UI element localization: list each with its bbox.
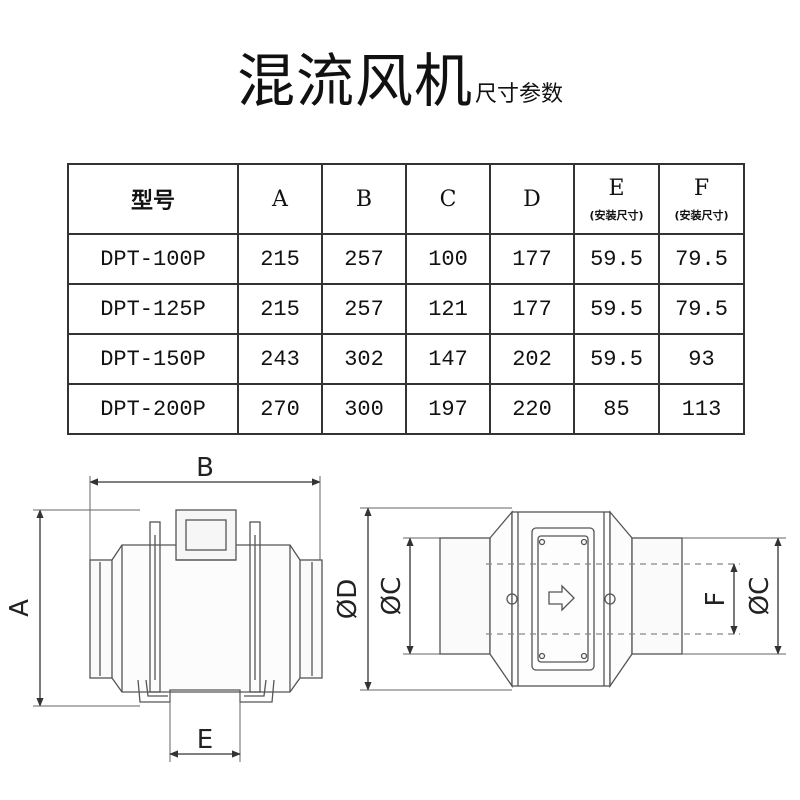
cell-c: 147	[405, 333, 491, 385]
table-row: DPT-100P 215 257 100 177 59.5 79.5	[67, 233, 745, 285]
dimension-label-c-left: ØC	[377, 577, 407, 616]
title-main: 混流风机	[236, 47, 473, 115]
cell-e: 59.5	[573, 233, 660, 285]
cell-d: 177	[489, 233, 575, 285]
dimension-label-c-right: ØC	[745, 577, 775, 616]
dimension-label-b: B	[196, 453, 214, 483]
header-d: D	[489, 163, 575, 235]
cell-c: 197	[405, 383, 491, 435]
header-c: C	[405, 163, 491, 235]
cell-c: 100	[405, 233, 491, 285]
table-header-row: 型号 A B C D E(安装尺寸) F(安装尺寸)	[67, 163, 745, 235]
cell-c: 121	[405, 283, 491, 335]
table-row: DPT-200P 270 300 197 220 85 113	[67, 383, 745, 435]
header-b: B	[321, 163, 407, 235]
cell-f: 79.5	[658, 283, 745, 335]
dimension-label-f: F	[701, 592, 731, 607]
cell-b: 257	[321, 233, 407, 285]
cell-b: 302	[321, 333, 407, 385]
cell-b: 257	[321, 283, 407, 335]
technical-drawings: B A E	[5, 453, 786, 762]
cell-b: 300	[321, 383, 407, 435]
cell-d: 202	[489, 333, 575, 385]
cell-model: DPT-100P	[67, 233, 239, 285]
dimension-label-d: ØD	[333, 579, 363, 620]
cell-model: DPT-150P	[67, 333, 239, 385]
dimension-label-e: E	[197, 725, 213, 755]
cell-a: 215	[237, 283, 323, 335]
table-row: DPT-150P 243 302 147 202 59.5 93	[67, 333, 745, 385]
cell-d: 177	[489, 283, 575, 335]
title-subtitle: 尺寸参数	[475, 82, 564, 107]
cell-e: 59.5	[573, 333, 660, 385]
cell-e: 85	[573, 383, 660, 435]
dimension-label-a: A	[5, 599, 35, 617]
header-e-sub: (安装尺寸)	[589, 208, 644, 222]
cell-f: 79.5	[658, 233, 745, 285]
header-f-sub: (安装尺寸)	[674, 208, 729, 222]
header-a: A	[237, 163, 323, 235]
cell-d: 220	[489, 383, 575, 435]
header-f: F(安装尺寸)	[658, 163, 745, 235]
header-model: 型号	[67, 163, 239, 235]
cell-model: DPT-125P	[67, 283, 239, 335]
header-e: E(安装尺寸)	[573, 163, 660, 235]
cell-f: 93	[658, 333, 745, 385]
spec-table: 型号 A B C D E(安装尺寸) F(安装尺寸) DPT-100P 215 …	[67, 163, 745, 435]
page-title: 混流风机尺寸参数	[0, 34, 800, 118]
table-row: DPT-125P 215 257 121 177 59.5 79.5	[67, 283, 745, 335]
side-view	[360, 507, 786, 691]
cell-a: 270	[237, 383, 323, 435]
cell-model: DPT-200P	[67, 383, 239, 435]
cell-f: 113	[658, 383, 745, 435]
cell-a: 243	[237, 333, 323, 385]
cell-a: 215	[237, 233, 323, 285]
front-view	[33, 476, 323, 762]
cell-e: 59.5	[573, 283, 660, 335]
